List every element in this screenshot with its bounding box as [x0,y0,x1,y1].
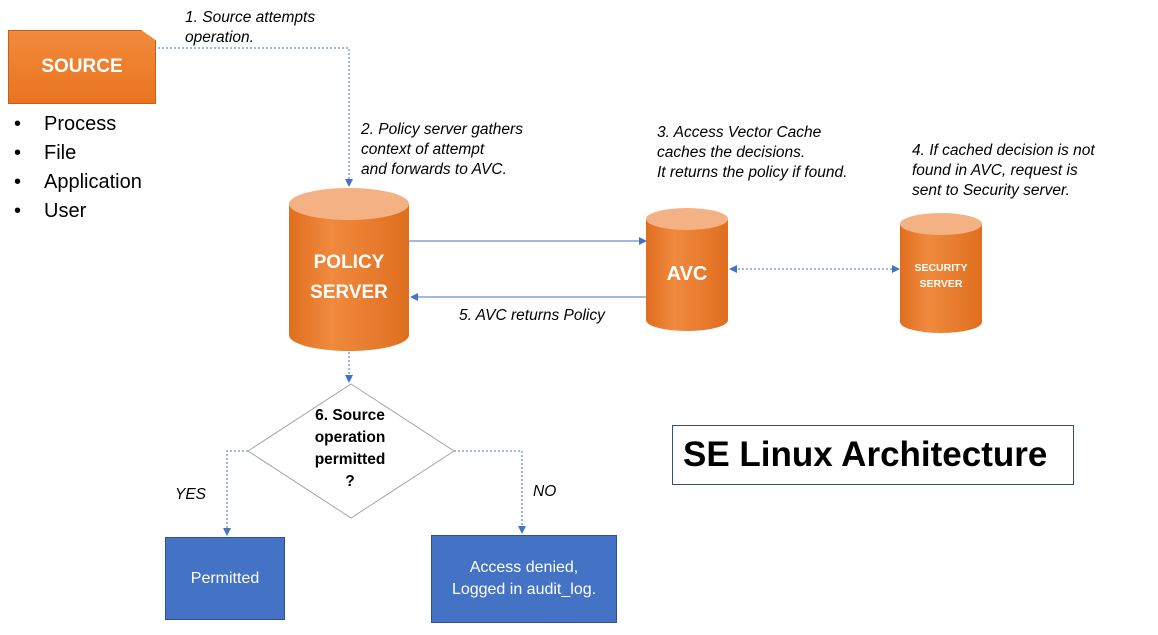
list-item: Process [14,110,142,139]
yes-label: YES [175,486,207,503]
security-server-cylinder [900,213,982,333]
arrow-source-to-policy [154,47,353,187]
list-item: File [14,139,142,168]
policy-server-cylinder [289,188,409,351]
decision-diamond [247,383,455,519]
source-box: SOURCE [8,30,156,104]
arrow-yes [223,450,248,536]
avc-label: AVC [666,263,708,285]
avc-cylinder [646,208,728,331]
permitted-box: Permitted [165,537,285,620]
denied-box: Access denied, Logged in audit_log. [431,535,617,623]
list-item: User [14,197,142,226]
no-label: NO [533,483,557,500]
source-label: SOURCE [41,56,123,77]
decision-question: 6. Source operation permitted ? [314,407,386,490]
security-server-label: SECURITY SERVER [914,262,968,290]
step2-note: 2. Policy server gathers context of atte… [361,121,523,178]
policy-server-label: POLICY SERVER [310,252,388,303]
step4-note: 4. If cached decision is not found in AV… [912,142,1095,199]
step1-note: 1. Source attempts operation. [185,9,316,46]
step5-note: 5. AVC returns Policy [459,307,605,324]
arrow-no [454,450,526,534]
diagram-title: SE Linux Architecture [672,425,1074,485]
source-list: Process File Application User [14,110,142,226]
list-item: Application [14,168,142,197]
step3-note: 3. Access Vector Cache caches the decisi… [657,124,848,181]
